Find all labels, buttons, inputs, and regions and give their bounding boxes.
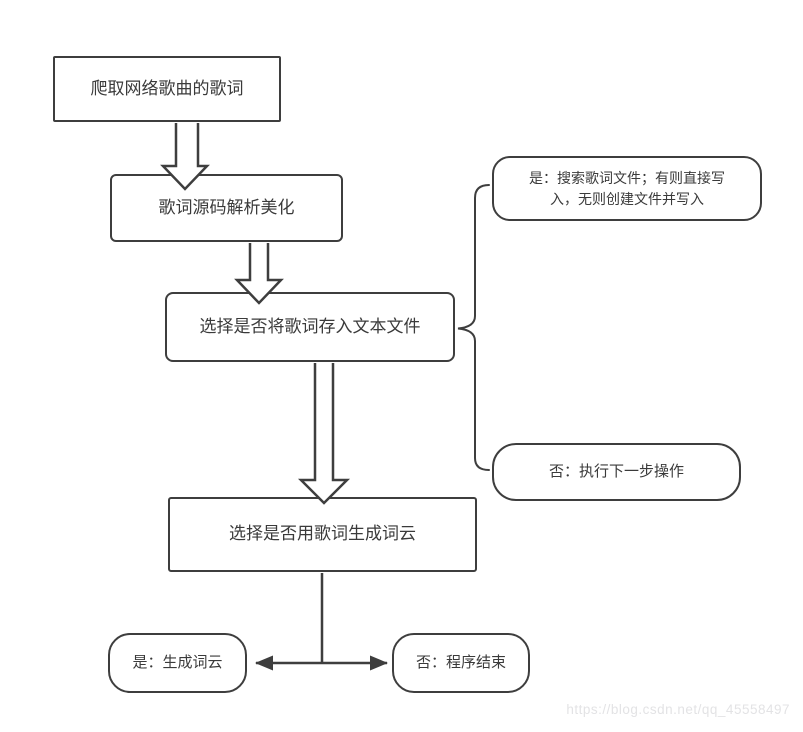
node-yes-write-file: 是：搜索歌词文件；有则直接写 入，无则创建文件并写入 xyxy=(492,156,762,221)
node-yes-generate-wordcloud-label: 是：生成词云 xyxy=(132,654,223,672)
node-parse-beautify-label: 歌词源码解析美化 xyxy=(158,197,295,217)
node-no-program-end: 否：程序结束 xyxy=(392,633,530,693)
node-no-next-step-label: 否：执行下一步操作 xyxy=(548,463,684,481)
node-parse-beautify: 歌词源码解析美化 xyxy=(110,174,343,242)
node-crawl-lyrics-label: 爬取网络歌曲的歌词 xyxy=(90,78,244,98)
node-no-program-end-label: 否：程序结束 xyxy=(415,654,506,672)
block-arrow-down-3-icon xyxy=(297,363,351,505)
arrowhead-left-icon xyxy=(255,655,273,671)
node-yes-write-file-line1: 是：搜索歌词文件；有则直接写 xyxy=(529,170,725,187)
node-wordcloud-decision: 选择是否用歌词生成词云 xyxy=(168,497,477,572)
node-save-to-file-decision-label: 选择是否将歌词存入文本文件 xyxy=(199,316,421,336)
node-yes-write-file-line2: 入，无则创建文件并写入 xyxy=(550,190,704,207)
curly-brace-icon xyxy=(457,184,490,471)
node-yes-generate-wordcloud: 是：生成词云 xyxy=(108,633,247,693)
arrowhead-right-icon xyxy=(370,655,388,671)
watermark-url: https://blog.csdn.net/qq_45558497 xyxy=(566,702,790,717)
node-save-to-file-decision: 选择是否将歌词存入文本文件 xyxy=(165,292,455,362)
node-wordcloud-decision-label: 选择是否用歌词生成词云 xyxy=(229,524,416,544)
node-crawl-lyrics: 爬取网络歌曲的歌词 xyxy=(53,56,281,122)
node-no-next-step: 否：执行下一步操作 xyxy=(492,443,741,501)
